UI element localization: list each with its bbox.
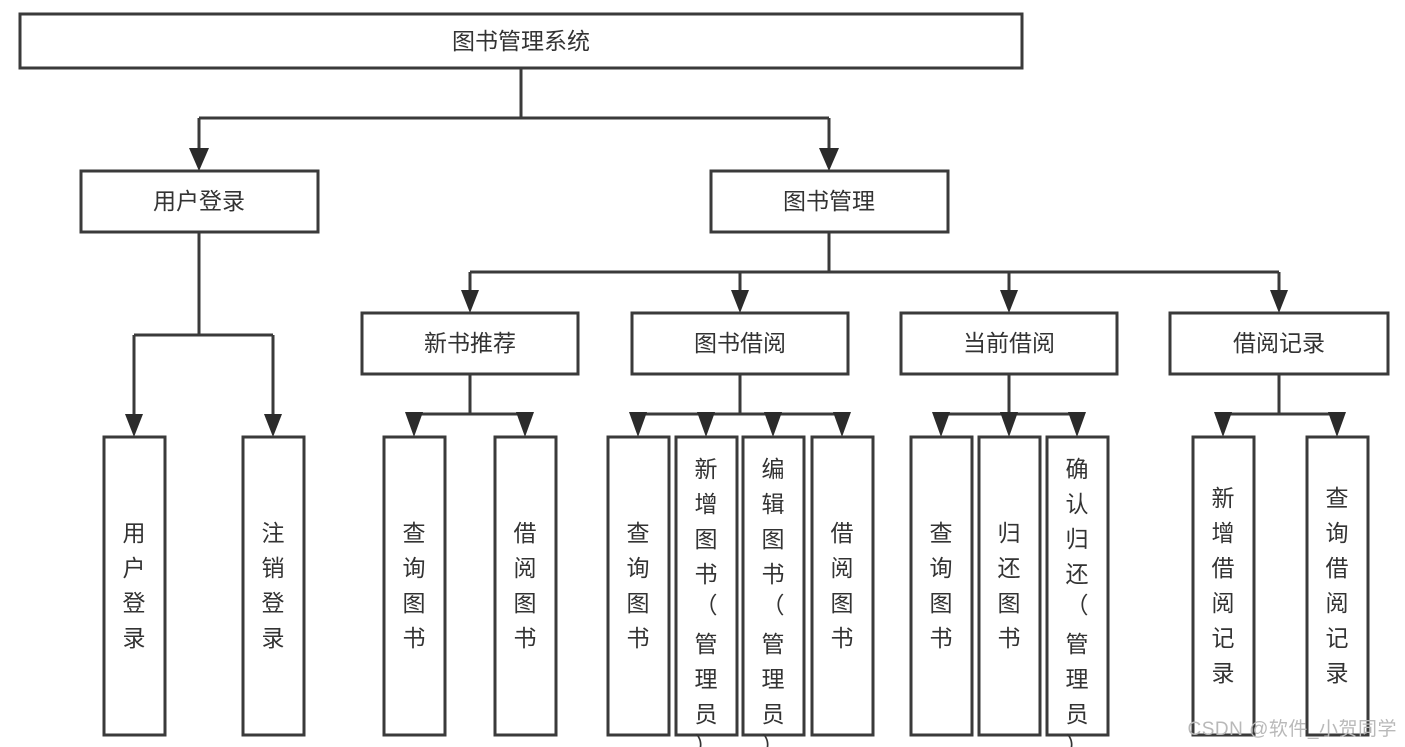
node-leaf-borrow-book-1-label: 借阅图书 <box>514 520 537 651</box>
node-root-label: 图书管理系统 <box>452 28 590 54</box>
node-leaf-borrow-book-1[interactable]: 借阅图书 <box>493 435 558 737</box>
node-book-borrow[interactable]: 图书借阅 <box>630 311 850 376</box>
node-leaf-user-login-box[interactable] <box>102 435 167 737</box>
arrow-user-login-leaf-1 <box>125 414 143 437</box>
node-user-login-box[interactable] <box>79 169 320 234</box>
node-leaf-query-book-1[interactable]: 查询图书 <box>382 435 447 737</box>
node-leaf-logout-box[interactable] <box>241 435 306 737</box>
node-leaf-query-book-1-label: 查询图书 <box>403 520 426 651</box>
node-leaf-user-login-label: 用户登录 <box>123 520 146 651</box>
node-leaf-add-borrow-record-label: 新增借阅记录 <box>1212 485 1235 686</box>
node-user-login[interactable]: 用户登录 <box>79 169 320 234</box>
node-leaf-borrow-book-2[interactable]: 借阅图书 <box>810 435 875 737</box>
node-borrow-record-label: 借阅记录 <box>1233 330 1325 356</box>
node-book-manage[interactable]: 图书管理 <box>709 169 950 234</box>
connector-group-new-book <box>405 374 534 437</box>
node-leaf-return-book-box[interactable] <box>977 435 1042 737</box>
node-book-borrow-label: 图书借阅 <box>694 330 786 356</box>
arrow-bm-to-borrow-record <box>1270 290 1288 313</box>
node-leaf-query-book-1-box[interactable] <box>382 435 447 737</box>
connector-group-user-login <box>125 232 282 437</box>
arrow-new-book-leaf-2 <box>516 412 534 437</box>
node-leaf-add-book-admin-box[interactable] <box>674 435 739 737</box>
node-leaf-user-login[interactable]: 用户登录 <box>102 435 167 737</box>
node-new-book-recommend[interactable]: 新书推荐 <box>360 311 580 376</box>
node-current-borrow-box[interactable] <box>899 311 1119 376</box>
node-leaf-logout[interactable]: 注销登录 <box>241 435 306 737</box>
csdn-watermark: CSDN @软件_小贺同学 <box>1187 719 1397 740</box>
node-leaf-edit-book-admin-label: 编辑图书（管理员） <box>762 456 785 747</box>
node-leaf-query-book-3-label: 查询图书 <box>930 520 953 651</box>
node-book-manage-label: 图书管理 <box>783 188 875 214</box>
node-root[interactable]: 图书管理系统 <box>18 12 1024 70</box>
node-book-manage-box[interactable] <box>709 169 950 234</box>
connector-group-current-borrow <box>932 374 1086 437</box>
node-leaf-add-borrow-record-box[interactable] <box>1191 435 1256 737</box>
node-leaf-query-book-3[interactable]: 查询图书 <box>909 435 974 737</box>
node-leaf-logout-label: 注销登录 <box>262 520 285 651</box>
arrow-bm-to-current-borrow <box>1000 290 1018 313</box>
arrow-root-to-user-login <box>189 148 209 171</box>
node-leaf-edit-book-admin-box[interactable] <box>741 435 806 737</box>
arrow-book-borrow-leaf-4 <box>833 412 851 437</box>
arrow-current-borrow-leaf-1 <box>932 412 950 437</box>
arrow-current-borrow-leaf-3 <box>1068 412 1086 437</box>
node-leaf-confirm-return-admin[interactable]: 确认归还（管理员） <box>1045 435 1110 747</box>
arrow-bm-to-new-book <box>461 290 479 313</box>
node-leaf-add-book-admin-label: 新增图书（管理员） <box>695 456 718 747</box>
node-leaf-query-borrow-record[interactable]: 查询借阅记录 <box>1305 435 1370 737</box>
node-leaf-return-book[interactable]: 归还图书 <box>977 435 1042 737</box>
node-leaf-borrow-book-1-box[interactable] <box>493 435 558 737</box>
node-book-borrow-box[interactable] <box>630 311 850 376</box>
node-leaf-query-borrow-record-label: 查询借阅记录 <box>1326 485 1349 686</box>
arrow-root-to-book-manage <box>819 148 839 171</box>
connector-group-book-borrow <box>629 374 851 437</box>
node-leaf-return-book-label: 归还图书 <box>998 520 1021 651</box>
arrow-book-borrow-leaf-3 <box>764 412 782 437</box>
node-new-book-recommend-box[interactable] <box>360 311 580 376</box>
node-leaf-confirm-return-admin-label: 确认归还（管理员） <box>1066 456 1089 747</box>
arrow-book-borrow-leaf-1 <box>629 412 647 437</box>
connector-group-root <box>189 68 839 171</box>
node-leaf-add-book-admin[interactable]: 新增图书（管理员） <box>674 435 739 747</box>
node-leaf-query-book-2[interactable]: 查询图书 <box>606 435 671 737</box>
arrow-borrow-record-leaf-1 <box>1214 412 1232 437</box>
node-borrow-record[interactable]: 借阅记录 <box>1168 311 1390 376</box>
connector-group-borrow-record <box>1214 374 1346 437</box>
node-leaf-borrow-book-2-label: 借阅图书 <box>831 520 854 651</box>
node-leaf-confirm-return-admin-box[interactable] <box>1045 435 1110 737</box>
arrow-borrow-record-leaf-2 <box>1328 412 1346 437</box>
node-leaf-query-book-3-box[interactable] <box>909 435 974 737</box>
node-root-box[interactable] <box>18 12 1024 70</box>
arrow-book-borrow-leaf-2 <box>697 412 715 437</box>
node-user-login-label: 用户登录 <box>153 188 245 214</box>
node-leaf-query-book-2-label: 查询图书 <box>627 520 650 651</box>
node-leaf-query-book-2-box[interactable] <box>606 435 671 737</box>
node-leaf-query-borrow-record-box[interactable] <box>1305 435 1370 737</box>
node-leaf-borrow-book-2-box[interactable] <box>810 435 875 737</box>
node-leaf-add-borrow-record[interactable]: 新增借阅记录 <box>1191 435 1256 737</box>
arrow-new-book-leaf-1 <box>405 412 423 437</box>
connector-group-book-manage <box>461 232 1288 313</box>
arrow-bm-to-book-borrow <box>731 290 749 313</box>
node-leaf-edit-book-admin[interactable]: 编辑图书（管理员） <box>741 435 806 747</box>
node-current-borrow[interactable]: 当前借阅 <box>899 311 1119 376</box>
node-current-borrow-label: 当前借阅 <box>963 330 1055 356</box>
node-new-book-recommend-label: 新书推荐 <box>424 330 516 356</box>
node-borrow-record-box[interactable] <box>1168 311 1390 376</box>
arrow-user-login-leaf-2 <box>264 414 282 437</box>
arrow-current-borrow-leaf-2 <box>1000 412 1018 437</box>
